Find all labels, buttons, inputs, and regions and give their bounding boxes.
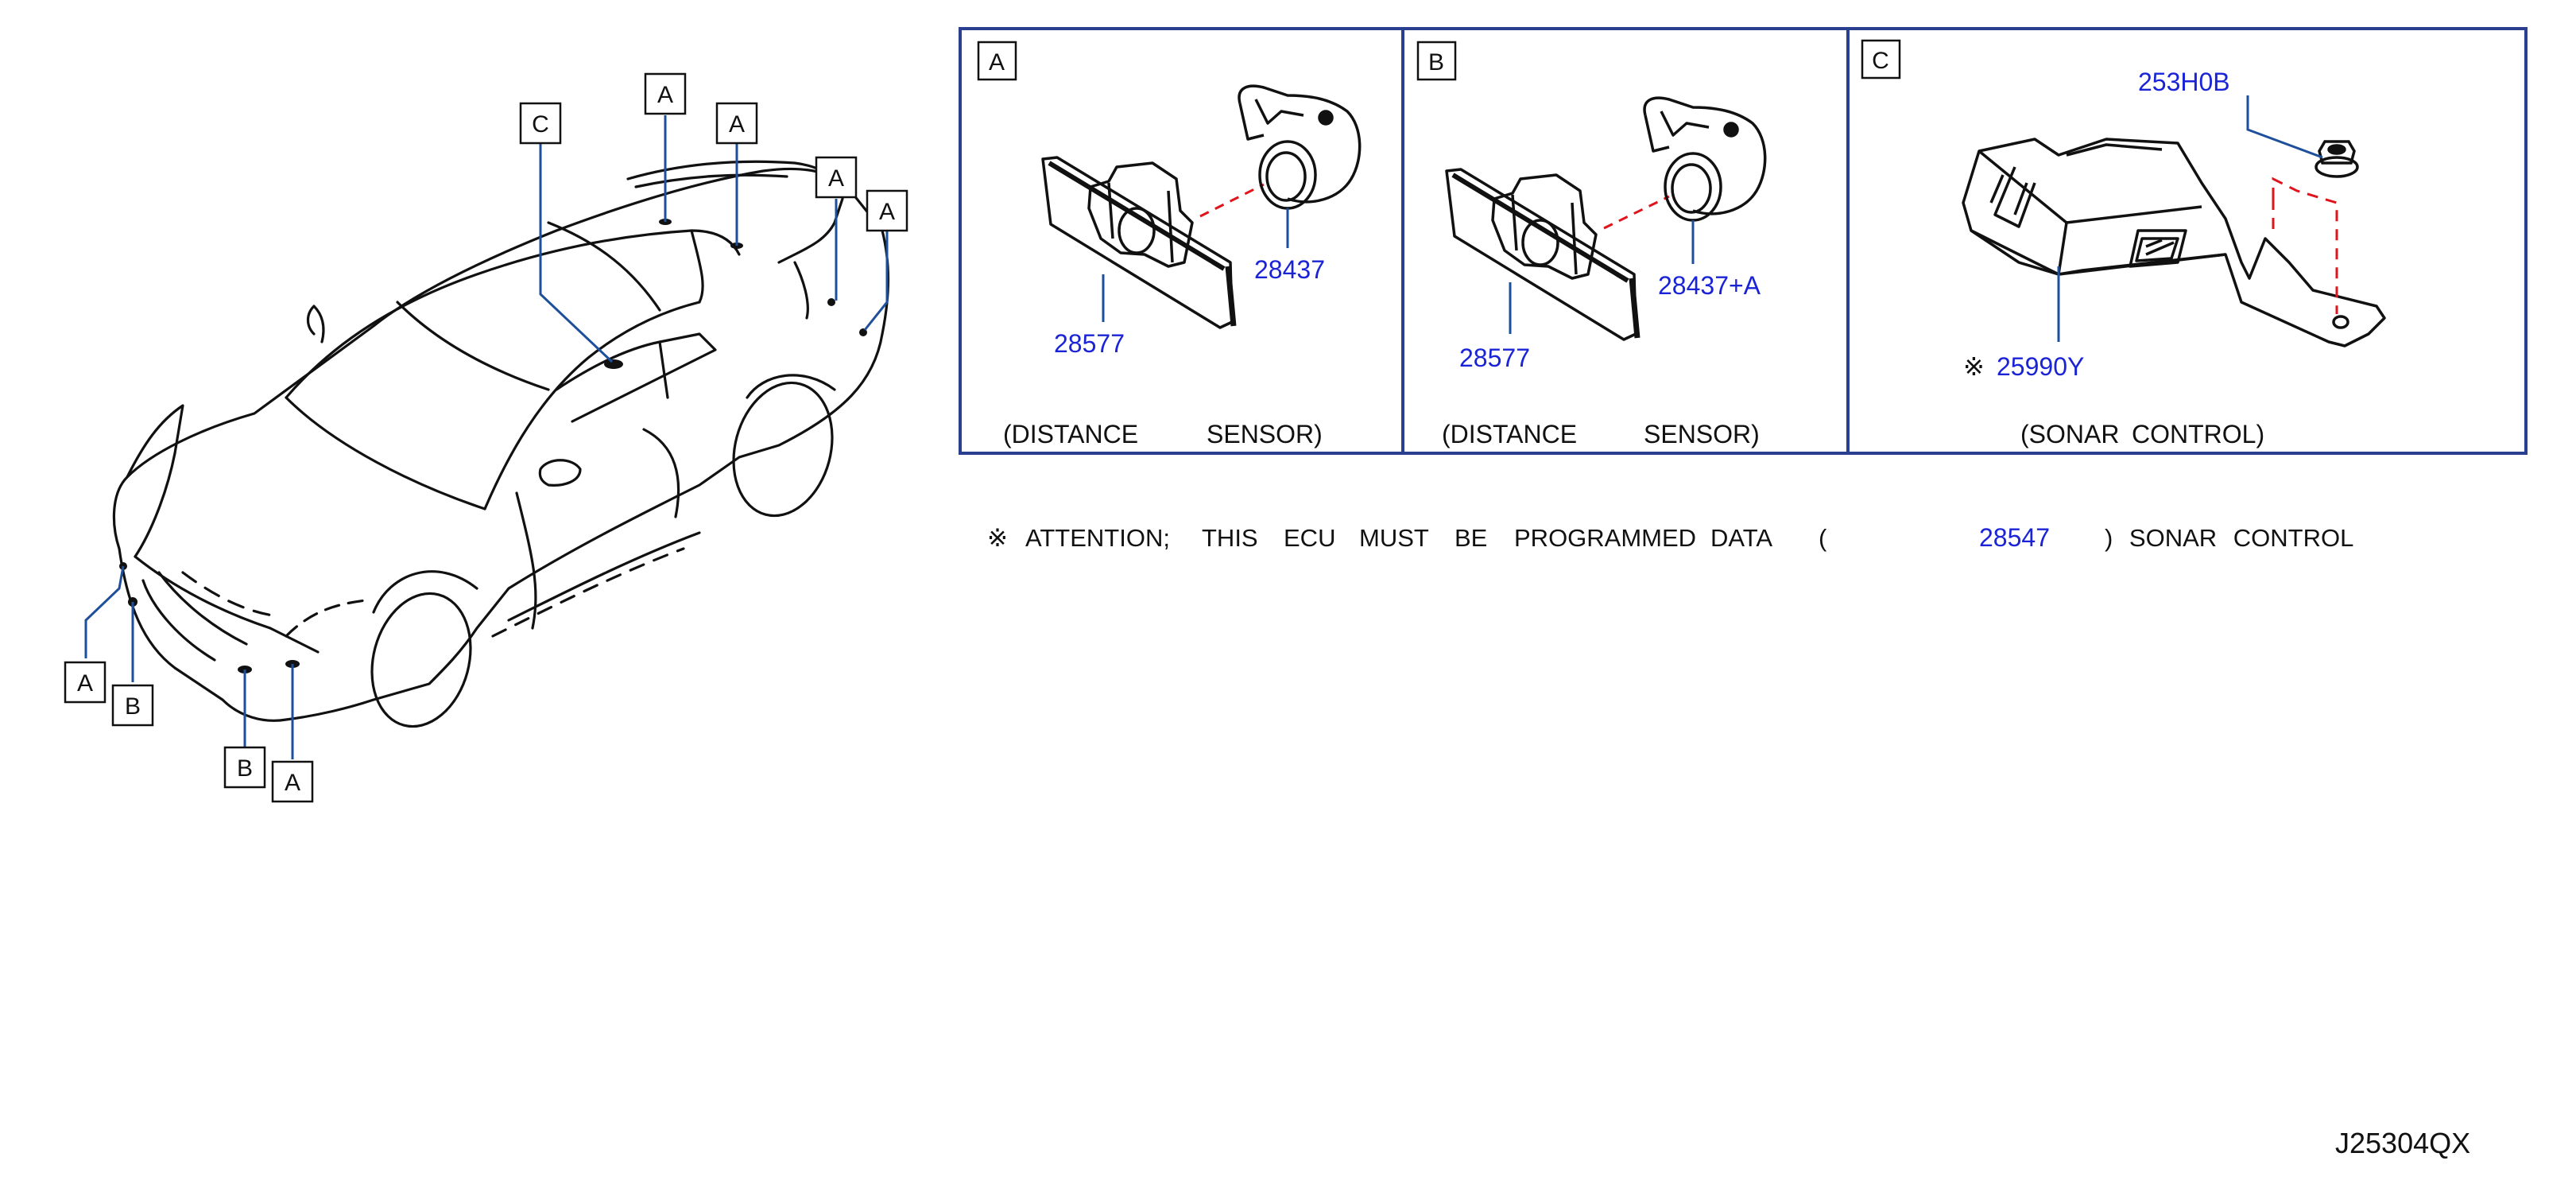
car-leader-lines <box>84 115 889 759</box>
callout-letter: A <box>285 770 300 796</box>
panel-caption-left: (DISTANCE <box>1003 420 1138 448</box>
panel-letter: C <box>1872 48 1889 74</box>
panel-caption-right: SENSOR) <box>1644 420 1760 448</box>
panel-b: B 28437+A 28577 (DISTANCE SENSOR) <box>1416 41 1767 448</box>
callout-box-b-front-center: B <box>223 746 266 789</box>
part-number-28577[interactable]: 28577 <box>1054 329 1125 358</box>
attention-word: PROGRAMMED <box>1514 524 1696 552</box>
callout-letter: A <box>657 82 673 108</box>
callout-box-b-front-left: B <box>111 684 154 727</box>
callout-letter: A <box>828 165 844 192</box>
callout-box-c-cabin: C <box>519 102 562 145</box>
callout-letter: B <box>125 693 141 720</box>
panel-caption-right: CONTROL) <box>2132 420 2264 448</box>
part-number-28437[interactable]: 28437 <box>1254 255 1325 284</box>
sensor-dots <box>119 219 867 673</box>
part-number-28437-a[interactable]: 28437+A <box>1658 271 1761 300</box>
callout-box-a-rear-1: A <box>644 72 687 115</box>
sonar-control-unit <box>1962 138 2386 347</box>
attention-word: ( <box>1819 524 1827 552</box>
marker-symbol: ※ <box>1963 352 1985 381</box>
part-number-28547[interactable]: 28547 <box>1979 523 2050 552</box>
callout-box-a-rear-3: A <box>815 156 858 199</box>
callout-letter: B <box>237 755 253 782</box>
distance-sensor-b <box>1643 96 1767 222</box>
callout-letter: A <box>879 199 895 225</box>
part-number-253h0b[interactable]: 253H0B <box>2138 68 2230 96</box>
detail-panels-frame <box>959 27 2528 455</box>
callout-letter: C <box>532 111 549 138</box>
sensor-bracket-a <box>1041 156 1237 329</box>
callout-box-a-rear-4: A <box>866 189 908 232</box>
attention-word: BE <box>1455 524 1487 552</box>
sensor-bracket-b <box>1445 168 1641 341</box>
attention-word: THIS <box>1202 524 1258 552</box>
part-number-28577[interactable]: 28577 <box>1459 344 1530 372</box>
attention-lead: ATTENTION; <box>1025 524 1170 552</box>
panel-caption-left: (SONAR <box>2020 420 2119 448</box>
attention-note: ※ ATTENTION; THIS ECU MUST BE PROGRAMMED… <box>987 523 2353 552</box>
car-callout-boxes: A B B A C A A A <box>64 72 908 803</box>
callout-box-a-front-left: A <box>64 661 107 704</box>
marker-symbol: ※ <box>987 524 1008 552</box>
callout-box-a-rear-2: A <box>715 102 758 145</box>
panel-caption-right: SENSOR) <box>1207 420 1323 448</box>
panel-a: A 28437 28577 (DISTANCE SENSOR) <box>977 41 1362 448</box>
diagram-code: J25304QX <box>2335 1127 2470 1159</box>
car-illustration <box>112 160 890 728</box>
panel-c: C 253H0B ※ 25990Y (SONAR CONTROL) <box>1861 39 2386 448</box>
panel-letter: B <box>1428 49 1444 76</box>
attention-word: DATA <box>1710 524 1772 552</box>
part-number-25990y[interactable]: 25990Y <box>1997 352 2084 381</box>
attention-word: ECU <box>1284 524 1335 552</box>
attention-word: MUST <box>1359 524 1429 552</box>
panel-caption-left: (DISTANCE <box>1442 420 1577 448</box>
panel-letter: A <box>989 49 1005 76</box>
flange-nut <box>2315 140 2359 178</box>
callout-letter: A <box>77 670 93 697</box>
callout-box-a-front-right: A <box>271 760 314 803</box>
distance-sensor-a <box>1238 84 1362 210</box>
callout-letter: A <box>729 111 745 138</box>
attention-tail: ) SONAR CONTROL <box>2105 524 2353 552</box>
